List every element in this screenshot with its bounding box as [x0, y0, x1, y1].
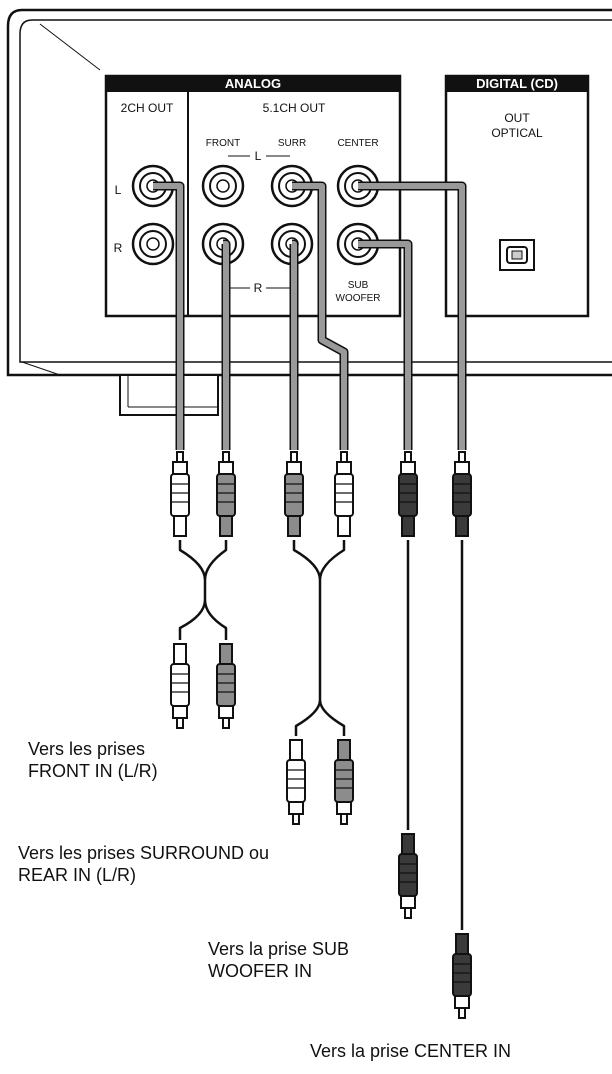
label-out: OUT — [504, 111, 530, 125]
caption-center: Vers la prise CENTER IN — [310, 1040, 511, 1062]
optical-port-icon — [499, 239, 535, 271]
cable-surr-l — [292, 183, 347, 450]
cable-front-l — [153, 183, 183, 450]
plug-surr-l-top — [334, 451, 354, 537]
label-l-group: L — [255, 149, 262, 163]
caption-sub-line2: WOOFER IN — [208, 961, 312, 981]
caption-surround-line1: Vers les prises SURROUND ou — [18, 843, 270, 863]
label-woofer: WOOFER — [336, 293, 381, 304]
plug-front-l-bottom — [170, 643, 190, 729]
wire-front-y — [178, 540, 228, 640]
caption-subwoofer: Vers la prise SUB WOOFER IN — [208, 938, 349, 982]
caption-center-line1: Vers la prise CENTER IN — [310, 1041, 512, 1061]
cables — [153, 181, 467, 930]
plug-sub-bottom — [398, 833, 418, 919]
plug-front-r-bottom — [216, 643, 236, 729]
cable-sub — [358, 241, 411, 450]
digital-panel: DIGITAL (CD) OUT OPTICAL — [444, 74, 590, 318]
caption-surround-line2: REAR IN (L/R) — [18, 865, 137, 885]
label-surr: SURR — [278, 138, 306, 149]
label-l-row: L — [115, 183, 122, 197]
jack-2ch-r — [131, 222, 175, 266]
label-r-row: R — [114, 241, 123, 255]
label-r-group: R — [254, 281, 263, 295]
label-optical: OPTICAL — [491, 126, 543, 140]
plug-front-r-top — [216, 451, 236, 537]
wire-surr-y — [292, 540, 346, 736]
cable-surr-r — [291, 241, 297, 450]
device-chassis — [6, 8, 612, 416]
caption-surround: Vers les prises SURROUND ou REAR IN (L/R… — [18, 842, 269, 886]
cable-front-r — [223, 241, 229, 450]
plug-center-bottom — [452, 933, 472, 1019]
caption-front: Vers les prises FRONT IN (L/R) — [28, 738, 158, 782]
plug-surr-l-bottom — [286, 739, 306, 825]
jack-front-l — [201, 164, 245, 208]
plug-surr-r-bottom — [334, 739, 354, 825]
label-center: CENTER — [337, 138, 378, 149]
caption-front-line1: Vers les prises — [28, 739, 146, 759]
analog-header-text: ANALOG — [225, 76, 281, 91]
plug-front-l-top — [170, 451, 190, 537]
label-2ch-out: 2CH OUT — [121, 101, 174, 115]
plug-sub-top — [398, 451, 418, 537]
plugs — [170, 451, 472, 1019]
plug-surr-r-top — [284, 451, 304, 537]
label-51ch-out: 5.1CH OUT — [263, 101, 326, 115]
caption-sub-line1: Vers la prise SUB — [208, 939, 350, 959]
label-front: FRONT — [206, 138, 240, 149]
analog-header: ANALOG — [225, 76, 281, 91]
plug-center-top — [452, 451, 472, 537]
analog-panel: ANALOG 2CH OUT 5.1CH OUT FRONT SURR CENT… — [104, 74, 402, 318]
caption-front-line2: FRONT IN (L/R) — [28, 761, 158, 781]
cable-center — [358, 183, 465, 450]
digital-header: DIGITAL (CD) — [476, 76, 558, 91]
label-sub: SUB — [348, 280, 369, 291]
